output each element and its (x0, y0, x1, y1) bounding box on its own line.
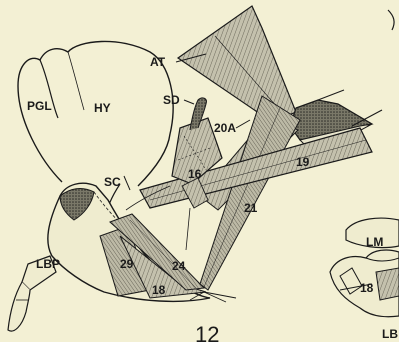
label-29: 29 (120, 257, 134, 271)
label-lbp: LBP (36, 257, 60, 271)
inset-label-lb: LB (382, 327, 398, 341)
inset-label-18: 18 (360, 281, 374, 295)
inset-figure (330, 218, 399, 317)
label-sc: SC (104, 175, 121, 189)
adjacent-figure-edge (388, 10, 394, 30)
label-hy: HY (94, 101, 111, 115)
label-21: 21 (244, 201, 258, 215)
label-at: AT (150, 55, 166, 69)
label-20a: 20A (214, 121, 236, 135)
label-pgl: PGL (27, 99, 52, 113)
label-19: 19 (296, 155, 310, 169)
label-16: 16 (188, 167, 202, 181)
label-24: 24 (172, 259, 186, 273)
label-18: 18 (152, 283, 166, 297)
figure-number: 12 (195, 322, 219, 342)
inset-label-lm: LM (366, 235, 383, 249)
label-sd: SD (163, 93, 180, 107)
